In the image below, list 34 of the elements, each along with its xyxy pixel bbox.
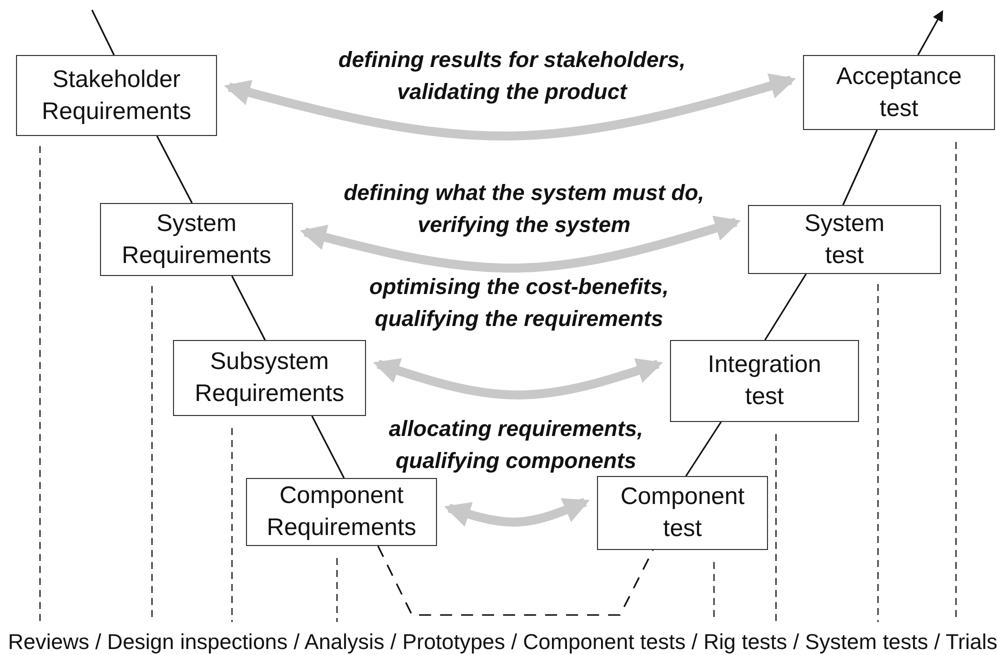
stage-label: Subsystem Requirements xyxy=(194,347,346,409)
v-model-line xyxy=(311,416,345,478)
stage-box xyxy=(748,205,941,274)
v-model-line xyxy=(231,276,266,340)
v-model-line xyxy=(685,422,722,476)
stage-label: Component test xyxy=(619,482,746,544)
v-model-line xyxy=(91,10,115,56)
v-model-line xyxy=(842,130,878,206)
double-arrow xyxy=(444,498,590,527)
stage-label: Acceptance test xyxy=(835,62,963,124)
double-arrow xyxy=(373,358,663,400)
stage-label: System test xyxy=(803,208,886,270)
double-arrow xyxy=(300,216,741,272)
stage-box xyxy=(803,55,995,130)
stage-box xyxy=(100,203,293,276)
edge-label: defining results for stakeholders, validating the product xyxy=(337,46,687,106)
stage-box xyxy=(173,340,366,416)
v-model-line xyxy=(764,274,807,340)
stage-label: System Requirements xyxy=(120,208,272,270)
stage-box xyxy=(246,478,437,546)
stage-label: Integration test xyxy=(706,350,822,412)
double-arrow xyxy=(224,73,796,140)
edge-label: optimising the cost-benefits, qualifying the requirements xyxy=(368,273,670,333)
stage-label: Stakeholder Requirements xyxy=(40,64,192,126)
stage-box xyxy=(16,55,217,136)
stage-label: Component Requirements xyxy=(266,481,418,543)
stage-box xyxy=(597,476,768,550)
stage-box xyxy=(670,340,859,422)
v-model-line xyxy=(156,136,193,204)
arrow xyxy=(917,10,944,56)
methods-text: Reviews / Design inspections / Analysis / Prototypes / Component tests / Rig tests / System tests / Trials xyxy=(8,630,997,654)
v-model-line xyxy=(377,546,654,616)
edge-label: defining what the system must do, verifying the system xyxy=(342,179,706,239)
edge-label: allocating requirements, qualifying components xyxy=(388,415,644,475)
